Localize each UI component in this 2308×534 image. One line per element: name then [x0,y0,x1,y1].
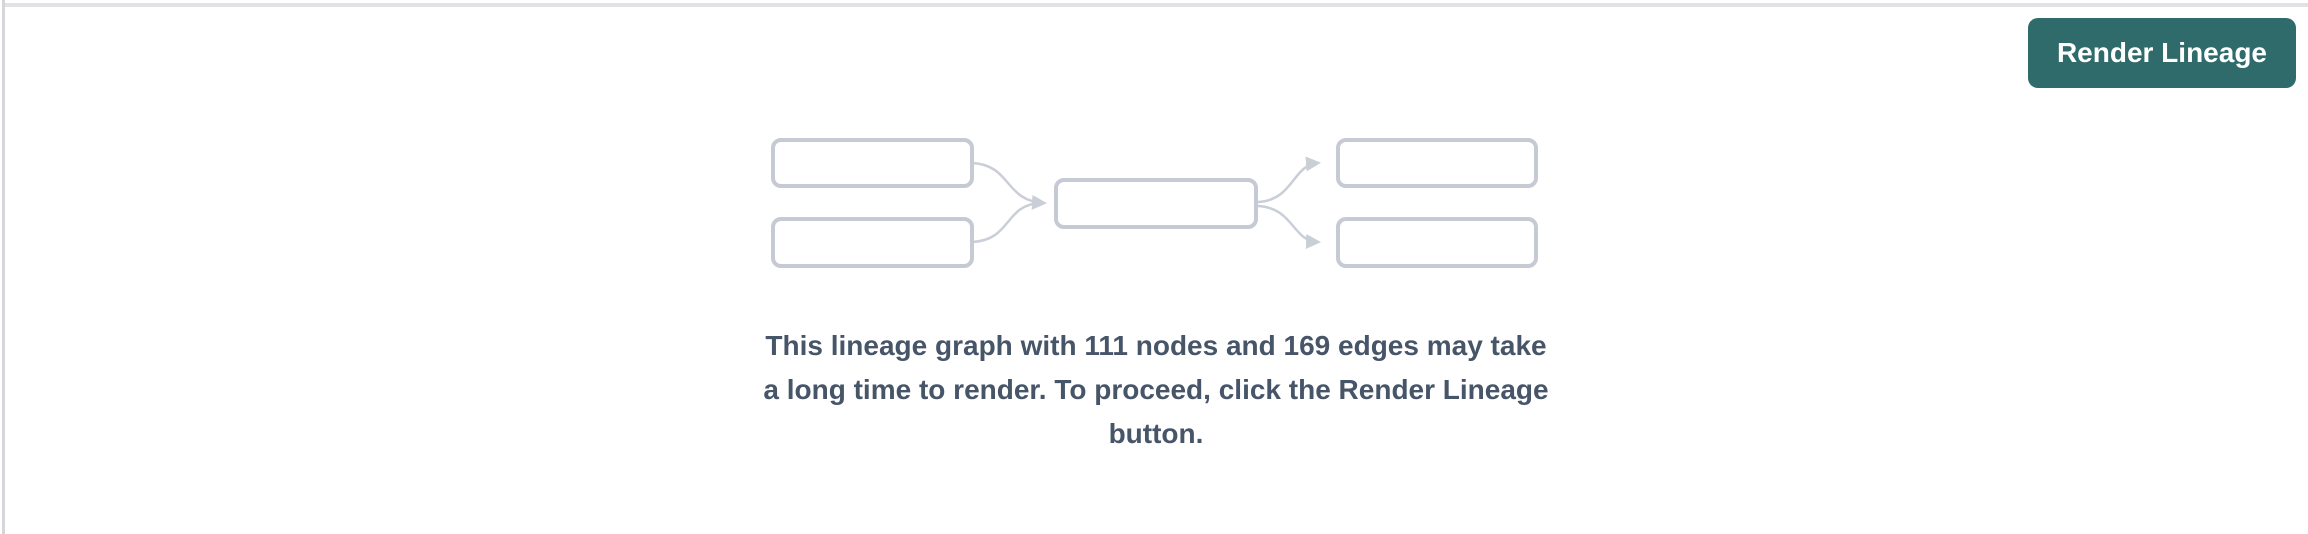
panel-left-border [2,0,5,534]
message-line: button. [1108,418,1204,449]
placeholder-edge-arrow [1257,156,1321,204]
panel-top-border [5,3,2308,7]
placeholder-edge [971,201,1041,244]
placeholder-node-box [771,138,974,188]
message-line: a long time to render. To proceed, click… [763,374,1549,405]
placeholder-edge-arrow [1257,204,1321,250]
lineage-placeholder-graphic [771,138,1538,268]
message-line: This lineage graph with 111 nodes and 16… [765,330,1547,361]
placeholder-node-box [1054,178,1258,229]
placeholder-node-box [1336,138,1538,188]
placeholder-edge-arrow [971,161,1047,210]
render-lineage-button[interactable]: Render Lineage [2027,18,2296,88]
placeholder-node-box [1336,217,1538,268]
render-warning-message: This lineage graph with 111 nodes and 16… [656,324,1656,456]
placeholder-node-box [771,217,974,268]
